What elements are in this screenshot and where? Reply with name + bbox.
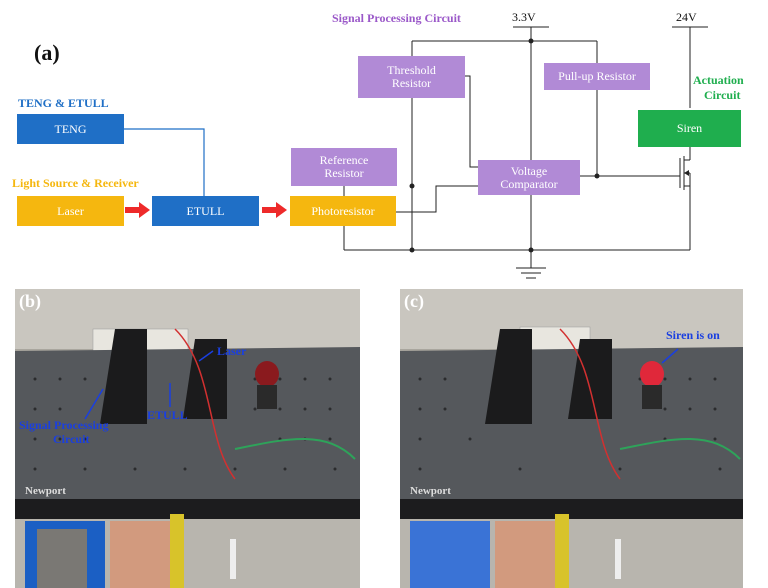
voltage-comparator-label-1: Voltage (510, 163, 548, 178)
siren-on-annotation: Siren is on (666, 328, 720, 342)
photo-b-arrows (84, 350, 214, 420)
voltage-3v3: 3.3V (512, 10, 536, 24)
panel-c-label: (c) (404, 291, 424, 311)
teng-etull-wire (124, 128, 205, 198)
arrow-laser-etull (125, 202, 150, 218)
laser-annotation: Laser (217, 344, 247, 358)
voltage-comparator-label-2: Comparator (500, 176, 558, 191)
threshold-resistor-box: Threshold Resistor (358, 56, 465, 98)
signal-processing-heading: Signal Processing Circuit (332, 11, 461, 25)
pull-up-resistor-box: Pull-up Resistor (544, 63, 650, 90)
signal-processing-annotation-1: Signal Processing (19, 418, 109, 432)
laser-box: Laser (17, 196, 124, 226)
actuation-heading-1: Actuation (693, 73, 744, 87)
actuation-heading-2: Circuit (704, 88, 741, 102)
voltage-24v: 24V (676, 10, 697, 24)
panel-a-label: (a) (34, 40, 60, 65)
siren-box: Siren (638, 110, 741, 147)
threshold-resistor-label-2: Resistor (391, 76, 432, 90)
teng-box-label: TENG (54, 121, 87, 136)
photo-b-scene (15, 289, 360, 588)
teng-etull-heading: TENG & ETULL (18, 96, 109, 110)
newport-brand-b: Newport (25, 485, 66, 497)
etull-box: ETULL (152, 196, 259, 226)
photo-c-scene (400, 289, 743, 588)
signal-circuit-wires (343, 26, 708, 279)
reference-resistor-label-2: Resistor (324, 166, 364, 180)
photo-panel-c: (c) Siren is on Newport (400, 289, 743, 588)
panel-b-label: (b) (19, 291, 41, 311)
circuit-diagram: (a) TENG & ETULL Light Source & Receiver… (0, 0, 768, 285)
threshold-resistor-label-1: Threshold (387, 63, 436, 77)
etull-annotation: ETULL (147, 408, 188, 422)
junction-dots (409, 38, 600, 253)
newport-brand-c: Newport (410, 485, 451, 497)
signal-processing-annotation-2: Circuit (53, 432, 90, 446)
voltage-comparator-box: Voltage Comparator (478, 160, 580, 195)
arrow-etull-photoresistor (262, 202, 287, 218)
etull-box-label: ETULL (186, 203, 225, 218)
siren-box-label: Siren (676, 121, 703, 135)
reference-resistor-box: Reference Resistor (291, 148, 397, 186)
transistor-arrow (684, 170, 689, 176)
teng-box: TENG (17, 114, 124, 144)
photoresistor-box-label: Photoresistor (311, 203, 375, 218)
reference-resistor-label-1: Reference (319, 153, 369, 167)
pull-up-resistor-label: Pull-up Resistor (558, 69, 636, 83)
laser-box-label: Laser (57, 203, 84, 218)
diagram-wires (124, 26, 708, 279)
light-source-heading: Light Source & Receiver (12, 176, 139, 190)
photoresistor-box: Photoresistor (290, 196, 396, 226)
photo-panel-b: (b) Laser ETULL Signal Processing Circui… (15, 289, 360, 588)
